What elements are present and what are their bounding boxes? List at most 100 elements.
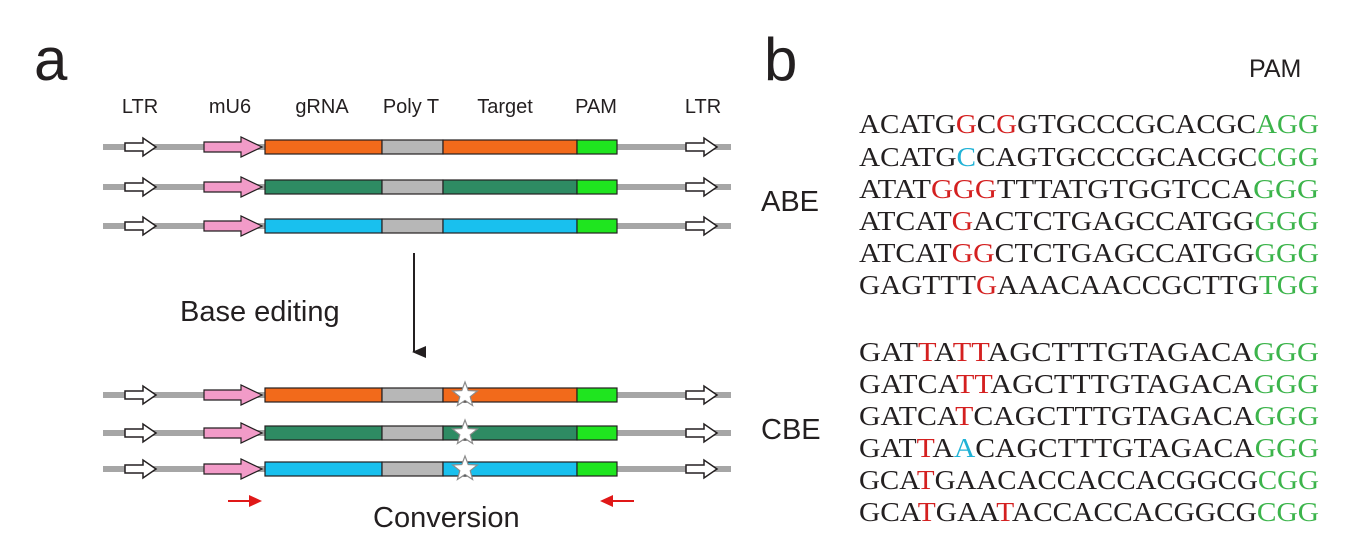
nucleotide: G bbox=[1114, 206, 1136, 236]
nucleotide: G bbox=[1135, 142, 1156, 172]
nucleotide: T bbox=[1053, 206, 1072, 236]
nucleotide: G bbox=[859, 270, 880, 300]
nucleotide: T bbox=[912, 174, 931, 204]
nucleotide: C bbox=[1077, 142, 1097, 172]
base-editing-label: Base editing bbox=[180, 296, 340, 328]
nucleotide: G bbox=[1217, 142, 1238, 172]
nucleotide: A bbox=[1233, 433, 1255, 463]
nucleotide: A bbox=[956, 465, 977, 495]
nucleotide: C bbox=[1211, 337, 1231, 367]
nucleotide: C bbox=[880, 465, 899, 495]
nucleotide: A bbox=[957, 497, 979, 527]
nucleotide: A bbox=[881, 369, 903, 399]
panel-a: a LTR mU6 gRNA Poly T Target PAM LTR Bas… bbox=[34, 26, 731, 534]
nucleotide: A bbox=[1175, 109, 1197, 139]
nucleotide: A bbox=[1233, 401, 1255, 431]
nucleotide: C bbox=[1216, 497, 1236, 527]
nucleotide: A bbox=[932, 433, 954, 463]
nucleotide: T bbox=[1131, 369, 1150, 399]
nucleotide: G bbox=[1237, 465, 1258, 495]
nucleotide: G bbox=[1211, 206, 1233, 236]
nucleotide: G bbox=[1253, 337, 1275, 367]
nucleotide: A bbox=[1072, 497, 1094, 527]
nucleotide: G bbox=[1216, 109, 1237, 139]
nucleotide: T bbox=[918, 142, 936, 172]
nucleotide: G bbox=[1135, 109, 1156, 139]
primer-reverse-icon bbox=[600, 495, 613, 507]
nucleotide: A bbox=[880, 270, 902, 300]
nucleotide: G bbox=[859, 337, 881, 367]
nucleotide: G bbox=[1277, 142, 1298, 172]
nucleotide: T bbox=[917, 433, 936, 463]
nucleotide: C bbox=[977, 109, 996, 139]
nucleotide: T bbox=[1058, 433, 1077, 463]
nucleotide: T bbox=[1038, 142, 1056, 172]
construct-2 bbox=[103, 176, 731, 198]
nucleotide: T bbox=[918, 337, 937, 367]
nucleotide: A bbox=[859, 174, 882, 204]
nucleotide: G bbox=[1114, 238, 1136, 268]
label-ltr-right: LTR bbox=[685, 96, 721, 118]
nucleotide: T bbox=[1053, 238, 1072, 268]
nucleotide: C bbox=[1031, 337, 1051, 367]
nucleotide: T bbox=[1132, 401, 1151, 431]
nucleotide: C bbox=[1122, 270, 1142, 300]
column-labels: LTR mU6 gRNA Poly T Target PAM LTR bbox=[122, 96, 721, 118]
nucleotide: A bbox=[1050, 174, 1073, 204]
nucleotide: G bbox=[1277, 109, 1298, 139]
pam-segment bbox=[576, 387, 618, 403]
construct-1 bbox=[103, 380, 731, 407]
nucleotide: C bbox=[1033, 238, 1053, 268]
nucleotide: C bbox=[1116, 465, 1135, 495]
nucleotide: A bbox=[1092, 238, 1114, 268]
nucleotide: T bbox=[1069, 174, 1088, 204]
mu6-promoter-icon bbox=[203, 458, 264, 480]
conversion-label: Conversion bbox=[373, 502, 520, 534]
nucleotide: G bbox=[1297, 401, 1319, 431]
nucleotide: T bbox=[1193, 206, 1212, 236]
nucleotide: G bbox=[1071, 206, 1093, 236]
nucleotide: A bbox=[1191, 401, 1213, 431]
nucleotide: A bbox=[1231, 337, 1253, 367]
sequence-row-cbe-6: GCATGAATACCACCACGGCGCGG bbox=[859, 497, 1319, 527]
grna-segment bbox=[264, 218, 383, 234]
nucleotide: C bbox=[957, 142, 977, 172]
sequence-row-abe-1: ACATGGCGGTGCCCGCACGCAGG bbox=[859, 109, 1319, 139]
pam-segment bbox=[576, 218, 618, 234]
nucleotide: G bbox=[1297, 238, 1319, 268]
nucleotide: G bbox=[956, 109, 977, 139]
nucleotide: G bbox=[953, 174, 975, 204]
nucleotide: T bbox=[1089, 337, 1108, 367]
target-segment bbox=[442, 179, 578, 195]
nucleotide: A bbox=[997, 270, 1019, 300]
polyt-segment bbox=[381, 461, 444, 477]
nucleotide: G bbox=[859, 433, 880, 463]
construct-1 bbox=[103, 136, 731, 158]
nucleotide: A bbox=[894, 174, 917, 204]
nucleotide: T bbox=[1034, 174, 1053, 204]
nucleotide: A bbox=[881, 401, 903, 431]
nucleotide: G bbox=[1169, 369, 1191, 399]
nucleotide: G bbox=[1236, 497, 1257, 527]
nucleotide: G bbox=[935, 142, 956, 172]
pam-segment bbox=[576, 139, 618, 155]
nucleotide: A bbox=[1018, 270, 1040, 300]
nucleotide: G bbox=[1255, 433, 1276, 463]
nucleotide: G bbox=[1161, 270, 1182, 300]
mu6-promoter-icon bbox=[203, 215, 264, 237]
ltr-left-icon bbox=[124, 176, 158, 198]
nucleotide: T bbox=[877, 238, 896, 268]
nucleotide: G bbox=[1211, 238, 1233, 268]
nucleotide: T bbox=[1076, 433, 1095, 463]
panel-b-letter: b bbox=[764, 26, 797, 93]
nucleotide: T bbox=[899, 433, 918, 463]
nucleotide: G bbox=[1297, 369, 1319, 399]
nucleotide: C bbox=[1057, 465, 1076, 495]
nucleotide: C bbox=[1033, 206, 1053, 236]
nucleotide: A bbox=[900, 142, 922, 172]
nucleotide: C bbox=[1096, 142, 1116, 172]
mu6-promoter-icon bbox=[203, 422, 264, 444]
nucleotide: A bbox=[996, 142, 1018, 172]
nucleotide: C bbox=[995, 206, 1015, 236]
